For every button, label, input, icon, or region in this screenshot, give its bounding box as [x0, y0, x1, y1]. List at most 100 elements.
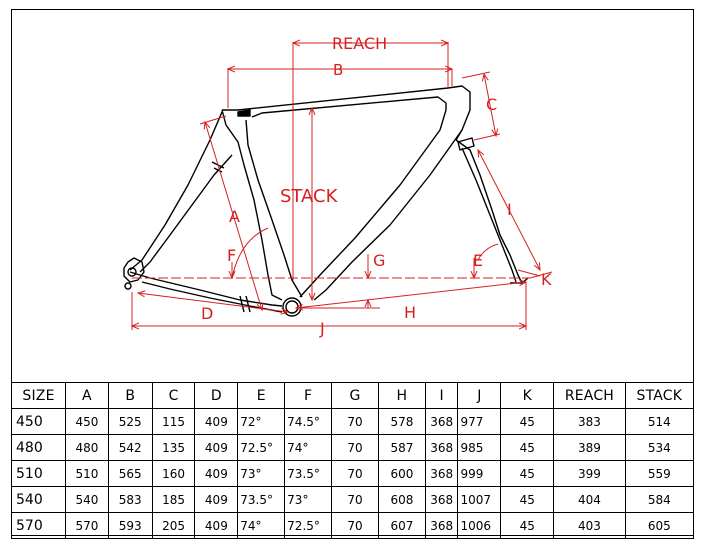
table-cell: 510: [65, 460, 109, 487]
table-cell: 368: [424, 486, 459, 513]
table-cell: 559: [624, 460, 695, 487]
column-header: K: [500, 382, 555, 409]
table-cell: 584: [624, 486, 695, 513]
top-tube-inner: [251, 96, 447, 118]
table-cell: 985: [457, 434, 502, 461]
table-cell: 185: [151, 486, 196, 513]
table-cell: 480: [10, 434, 67, 461]
column-header: C: [151, 382, 196, 409]
table-cell: 72.5°: [237, 434, 286, 461]
table-cell: 73.5°: [237, 486, 286, 513]
table-row: 480 480 542 135 409 72.5° 74° 70 587 368…: [10, 434, 695, 461]
table-cell: 45: [500, 408, 555, 435]
column-header: E: [237, 382, 286, 409]
table-cell: 480: [65, 434, 109, 461]
table-row: 570 570 593 205 409 74° 72.5° 70 607 368…: [10, 512, 695, 539]
table-cell: 45: [500, 512, 555, 539]
label-c: C: [486, 95, 497, 114]
column-header: F: [284, 382, 333, 409]
table-cell: 583: [107, 486, 153, 513]
table-cell: 409: [194, 512, 239, 539]
label-a: A: [229, 207, 240, 226]
table-cell: 977: [457, 408, 502, 435]
frame-geometry-diagram: REACH B C STACK A F G E I K D H J: [123, 34, 553, 338]
table-cell: 570: [65, 512, 109, 539]
table-cell: 45: [500, 460, 555, 487]
table-cell: 540: [65, 486, 109, 513]
table-cell: 70: [331, 408, 379, 435]
seat-tube-left: [221, 109, 283, 301]
seat-stay-outer: [129, 111, 223, 271]
geometry-table: SIZE A B C D E F G H I J K REACH STACK 4…: [10, 382, 695, 539]
table-cell: 368: [424, 512, 459, 539]
label-stack: STACK: [280, 186, 339, 207]
table-cell: 1007: [457, 486, 502, 513]
table-cell: 450: [10, 408, 67, 435]
table-cell: 409: [194, 460, 239, 487]
column-header: J: [457, 382, 502, 409]
table-header-row: SIZE A B C D E F G H I J K REACH STACK: [10, 382, 695, 409]
column-header: G: [331, 382, 379, 409]
table-cell: 73°: [237, 460, 286, 487]
table-cell: 593: [107, 512, 153, 539]
column-header: H: [377, 382, 426, 409]
rear-dropout: [123, 257, 145, 283]
table-cell: 542: [107, 434, 153, 461]
table-cell: 368: [424, 460, 459, 487]
table-cell: 70: [331, 486, 379, 513]
table-cell: 534: [624, 434, 695, 461]
table-cell: 510: [10, 460, 67, 487]
table-row: 510 510 565 160 409 73° 73.5° 70 600 368…: [10, 460, 695, 487]
table-cell: 399: [553, 460, 626, 487]
table-cell: 160: [151, 460, 196, 487]
table-cell: 383: [553, 408, 626, 435]
column-header: SIZE: [10, 382, 67, 409]
table-cell: 570: [10, 512, 67, 539]
label-e: E: [473, 251, 483, 270]
table-cell: 450: [65, 408, 109, 435]
table-cell: 135: [151, 434, 196, 461]
table-cell: 999: [457, 460, 502, 487]
table-cell: 72°: [237, 408, 286, 435]
column-header: I: [424, 382, 459, 409]
column-header: REACH: [553, 382, 626, 409]
table-cell: 368: [424, 408, 459, 435]
table-cell: 514: [624, 408, 695, 435]
label-reach: REACH: [332, 34, 387, 53]
table-cell: 389: [553, 434, 626, 461]
table-cell: 600: [377, 460, 426, 487]
table-cell: 45: [500, 486, 555, 513]
table-cell: 409: [194, 486, 239, 513]
label-b: B: [333, 61, 343, 79]
table-cell: 73.5°: [284, 460, 333, 487]
seat-tube-right: [245, 119, 303, 298]
column-header: STACK: [624, 382, 695, 409]
table-cell: 45: [500, 434, 555, 461]
table-cell: 403: [553, 512, 626, 539]
table-cell: 605: [624, 512, 695, 539]
table-cell: 565: [107, 460, 153, 487]
table-cell: 587: [377, 434, 426, 461]
table-cell: 1006: [457, 512, 502, 539]
down-tube-upper: [299, 109, 447, 298]
table-cell: 608: [377, 486, 426, 513]
table-cell: 70: [331, 512, 379, 539]
label-h: H: [404, 303, 416, 322]
table-cell: 409: [194, 434, 239, 461]
label-g: G: [373, 251, 385, 270]
table-cell: 73°: [284, 486, 333, 513]
table-row: 540 540 583 185 409 73.5° 73° 70 608 368…: [10, 486, 695, 513]
table-cell: 525: [107, 408, 153, 435]
top-tube-outline: [222, 85, 471, 141]
column-header: D: [194, 382, 239, 409]
label-j: J: [319, 319, 325, 338]
table-cell: 578: [377, 408, 426, 435]
dimension-labels: REACH B C STACK A F G E I K D H J: [201, 34, 552, 338]
column-header: B: [107, 382, 153, 409]
table-cell: 409: [194, 408, 239, 435]
table-cell: 115: [151, 408, 196, 435]
table-cell: 70: [331, 434, 379, 461]
table-cell: 70: [331, 460, 379, 487]
table-row: 450 450 525 115 409 72° 74.5° 70 578 368…: [10, 408, 695, 435]
table-cell: 74°: [237, 512, 286, 539]
